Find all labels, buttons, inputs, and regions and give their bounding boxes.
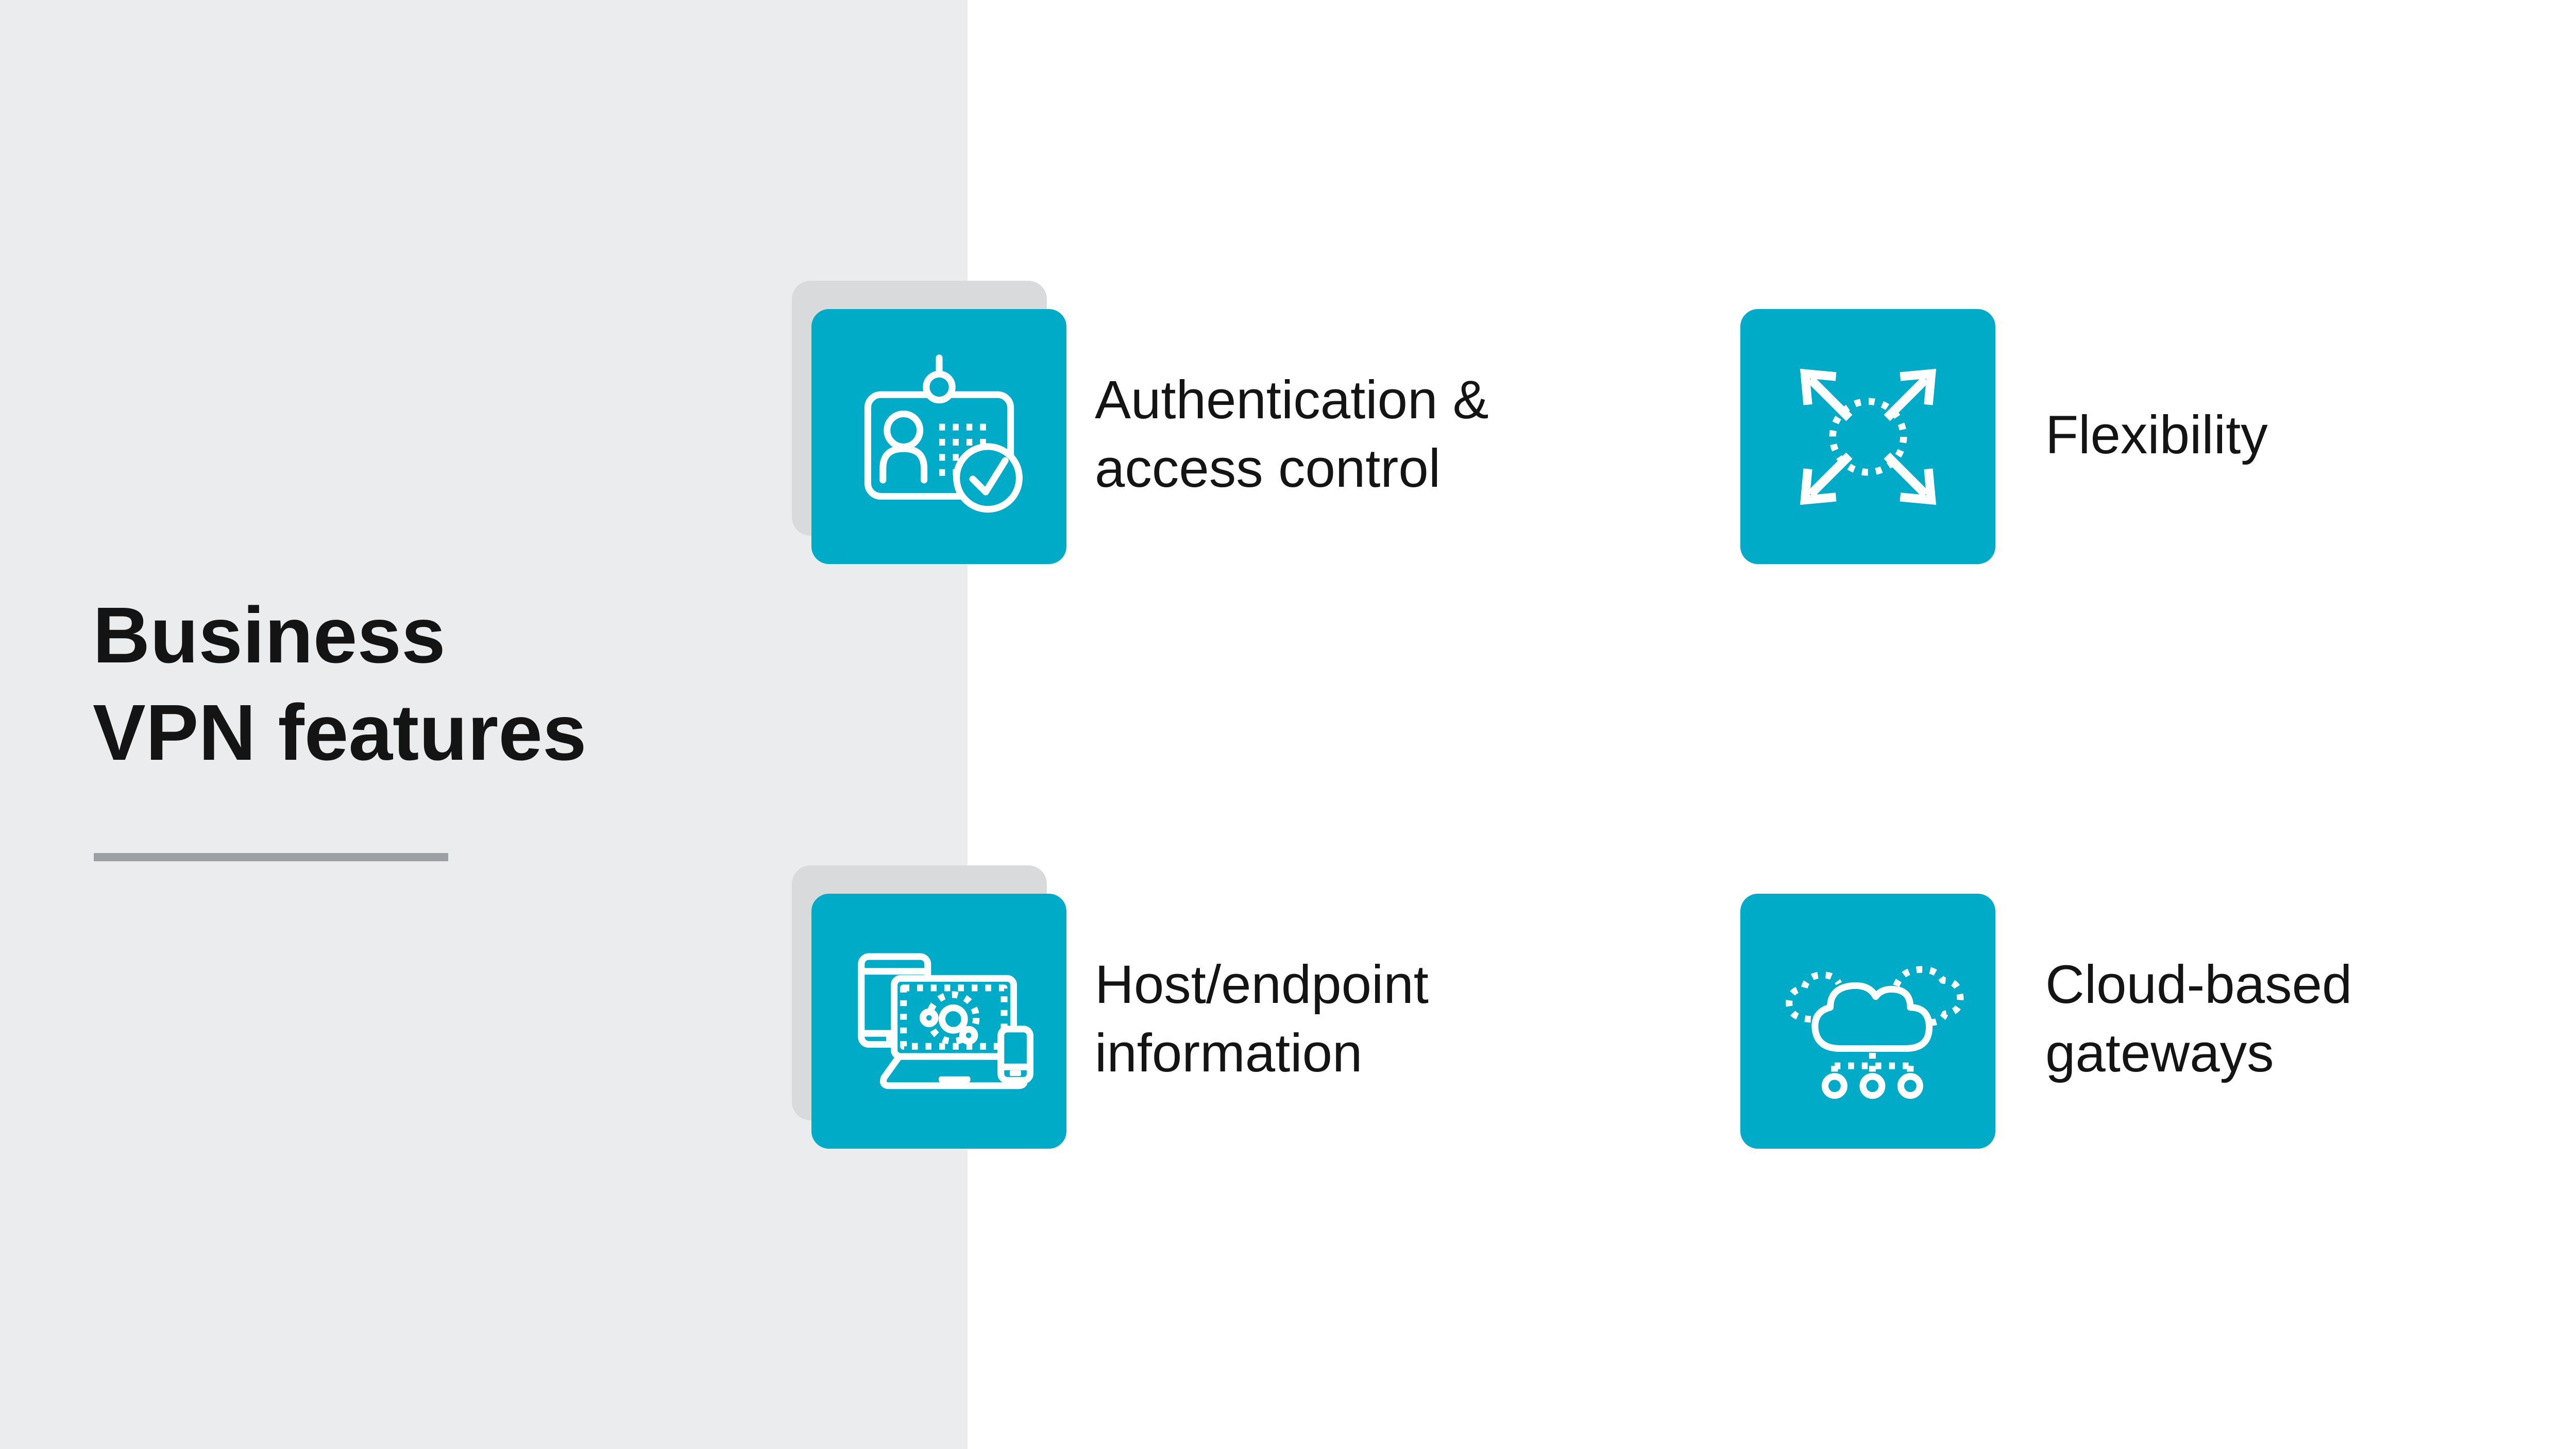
- feature-label: Cloud-based gateways: [2045, 954, 2352, 1083]
- expand-arrows-icon: [1800, 368, 1936, 505]
- feature-tile-flexibility: [1740, 309, 1995, 564]
- devices-icon: [857, 952, 1033, 1089]
- feature-label: Flexibility: [2045, 405, 2268, 465]
- feature-label: Host/endpoint information: [1095, 954, 1429, 1083]
- feature-tile-host-endpoint: [811, 894, 1066, 1149]
- id-badge-check-icon: [864, 354, 1023, 513]
- feature-label: Authentication & access control: [1095, 370, 1489, 499]
- left-panel: [0, 0, 968, 1449]
- page-title: Business VPN features: [93, 591, 587, 777]
- cloud-gateways-icon: [1785, 966, 1963, 1099]
- feature-tile-authentication: [811, 309, 1066, 564]
- title-underline: [94, 853, 448, 861]
- feature-tile-cloud-gateways: [1740, 894, 1995, 1149]
